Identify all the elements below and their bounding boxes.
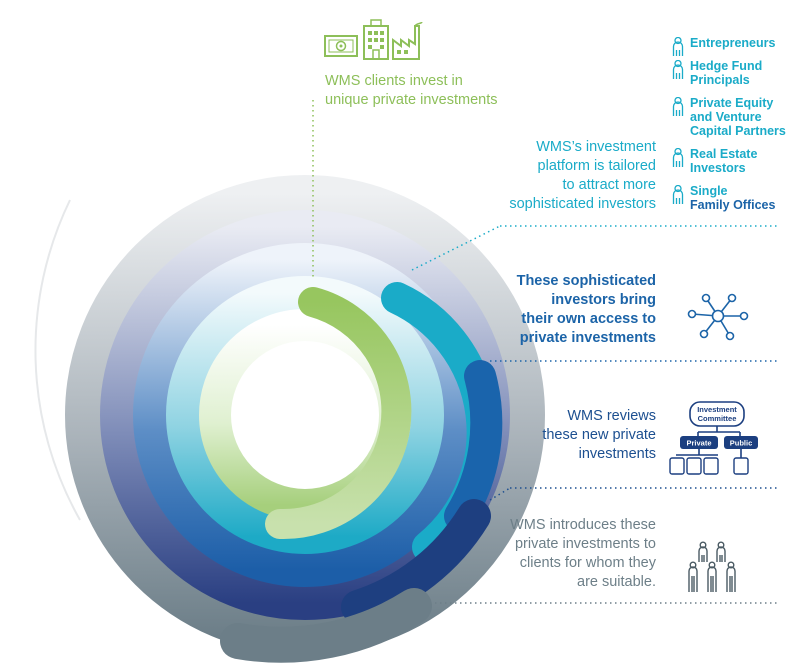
step-reviews-line3: investments xyxy=(578,445,656,462)
step-platform-line3: to attract more xyxy=(562,176,656,193)
person-icon xyxy=(672,60,684,79)
step-clients-invest: WMS clients invest in unique private inv… xyxy=(325,72,555,110)
investor-type-label: Single xyxy=(690,184,728,198)
investor-type-label: Private Equity and Venture Capital Partn… xyxy=(690,96,786,138)
step-introduces: WMS introduces these private investments… xyxy=(450,516,656,591)
step-clients-invest-line1: WMS clients invest in xyxy=(325,73,463,89)
step-access-line2: investors bring xyxy=(551,291,656,308)
step-reviews-line2: these new private xyxy=(542,426,656,443)
investor-type-item: Entrepreneurs xyxy=(670,36,798,56)
step-introduces-line3: clients for whom they xyxy=(519,554,656,571)
step-reviews: WMS reviews these new private investment… xyxy=(470,407,656,464)
investor-type-label: Entrepreneurs xyxy=(690,36,776,50)
step-introduces-line4: are suitable. xyxy=(577,573,656,590)
investor-type-label: Hedge Fund Principals xyxy=(690,59,763,87)
step-platform-line4: sophisticated investors xyxy=(509,195,656,212)
step-platform-line1: WMS’s investment xyxy=(536,139,656,155)
person-icon xyxy=(672,185,684,204)
investor-type-item: Real Estate Investors xyxy=(670,147,798,175)
step-introduces-line2: private investments to xyxy=(514,535,656,552)
step-platform: WMS’s investment platform is tailored to… xyxy=(470,138,656,213)
person-icon xyxy=(672,148,684,167)
people-group-icon xyxy=(688,541,736,592)
committee-private: Private xyxy=(686,439,711,448)
step-platform-line2: platform is tailored xyxy=(537,157,656,174)
investor-type-item: Single Family Offices xyxy=(670,184,798,212)
person-icon xyxy=(672,37,684,56)
investor-type-label-line2: Family Offices xyxy=(690,198,776,212)
investor-type-item: Private Equity and Venture Capital Partn… xyxy=(670,96,798,138)
step-access-line3: their own access to xyxy=(521,310,656,327)
step-clients-invest-line2: unique private investments xyxy=(325,91,498,108)
network-icon xyxy=(687,293,749,341)
investor-type-item: Hedge Fund Principals xyxy=(670,59,798,87)
person-icon xyxy=(672,97,684,116)
investor-types-list: Entrepreneurs Hedge Fund Principals Priv… xyxy=(670,36,798,221)
money-icon xyxy=(324,35,358,57)
investor-type-label: Real Estate Investors xyxy=(690,147,758,175)
step-access: These sophisticated investors bring thei… xyxy=(470,272,656,347)
committee-title-2: Committee xyxy=(698,414,737,423)
step-introduces-line1: WMS introduces these xyxy=(510,517,656,533)
committee-title-1: Investment xyxy=(697,405,737,414)
step-access-line4: private investments xyxy=(519,329,656,346)
step-access-line1: These sophisticated xyxy=(516,273,656,289)
step-reviews-line1: WMS reviews xyxy=(567,408,656,424)
building-icon xyxy=(363,19,389,60)
committee-public: Public xyxy=(730,439,753,448)
factory-icon xyxy=(392,22,423,60)
org-chart-icon: Investment Committee Private Public xyxy=(669,401,758,475)
